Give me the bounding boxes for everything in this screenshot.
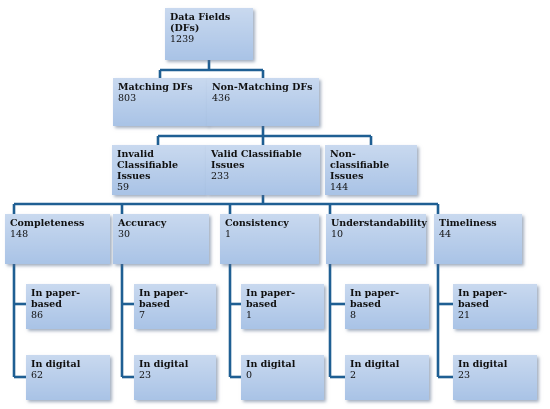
node-label: In paper-based <box>458 288 508 310</box>
node-non-matching-dfs: Non-Matching DFs 436 <box>207 78 319 126</box>
node-value: 10 <box>331 229 344 240</box>
node-value: 23 <box>458 370 471 381</box>
node-completeness-digital: In digital 62 <box>26 355 110 400</box>
node-accuracy-paper: In paper-based 7 <box>134 284 216 329</box>
node-accuracy-digital: In digital 23 <box>134 355 216 400</box>
node-value: 1 <box>246 310 253 321</box>
node-value: 233 <box>211 171 230 182</box>
node-value: 2 <box>350 370 357 381</box>
node-label: Non-Matching DFs <box>212 82 313 93</box>
node-label: Matching DFs <box>118 82 193 93</box>
node-value: 30 <box>118 229 131 240</box>
node-label: Valid Classifiable Issues <box>211 149 302 171</box>
node-label: In digital <box>31 359 81 370</box>
node-value: 8 <box>350 310 357 321</box>
node-value: 21 <box>458 310 471 321</box>
node-label: In paper-based <box>139 288 189 310</box>
node-value: 23 <box>139 370 152 381</box>
node-value: 59 <box>117 182 130 193</box>
node-value: 148 <box>10 229 29 240</box>
node-label: In digital <box>458 359 508 370</box>
node-label: In digital <box>350 359 400 370</box>
node-consistency-digital: In digital 0 <box>241 355 324 400</box>
node-label: Data Fields (DFs) <box>170 12 231 34</box>
node-invalid-classifiable: Invalid Classifiable Issues 59 <box>112 145 206 195</box>
node-value: 436 <box>212 93 231 104</box>
node-accuracy: Accuracy 30 <box>113 214 209 264</box>
node-consistency: Consistency 1 <box>220 214 319 264</box>
node-label: Consistency <box>225 218 289 229</box>
node-consistency-paper: In paper-based 1 <box>241 284 324 329</box>
node-timeliness-paper: In paper-based 21 <box>453 284 537 329</box>
node-timeliness: Timeliness 44 <box>434 214 522 264</box>
node-label: Accuracy <box>118 218 167 229</box>
node-understandability: Understandability 10 <box>326 214 427 264</box>
node-timeliness-digital: In digital 23 <box>453 355 537 400</box>
node-value: 86 <box>31 310 44 321</box>
node-understandability-digital: In digital 2 <box>345 355 429 400</box>
node-value: 1239 <box>170 34 195 45</box>
node-label: In paper-based <box>246 288 296 310</box>
node-completeness-paper: In paper-based 86 <box>26 284 110 329</box>
node-label: Completeness <box>10 218 85 229</box>
node-value: 44 <box>439 229 452 240</box>
node-label: In digital <box>246 359 296 370</box>
node-value: 1 <box>225 229 232 240</box>
node-label: Timeliness <box>439 218 497 229</box>
node-label: In paper-based <box>350 288 400 310</box>
node-value: 144 <box>330 182 349 193</box>
node-matching-dfs: Matching DFs 803 <box>113 78 208 126</box>
node-value: 0 <box>246 370 253 381</box>
node-value: 7 <box>139 310 146 321</box>
node-label: Understandability <box>331 218 427 229</box>
node-valid-classifiable: Valid Classifiable Issues 233 <box>206 145 320 195</box>
node-value: 803 <box>118 93 137 104</box>
node-label: Invalid Classifiable Issues <box>117 149 178 182</box>
node-value: 62 <box>31 370 44 381</box>
node-non-classifiable: Non-classifiable Issues 144 <box>325 145 417 195</box>
node-completeness: Completeness 148 <box>5 214 110 264</box>
node-label: In paper-based <box>31 288 81 310</box>
node-label: Non-classifiable Issues <box>330 149 390 182</box>
node-understandability-paper: In paper-based 8 <box>345 284 429 329</box>
node-data-fields: Data Fields (DFs) 1239 <box>165 8 253 60</box>
node-label: In digital <box>139 359 189 370</box>
